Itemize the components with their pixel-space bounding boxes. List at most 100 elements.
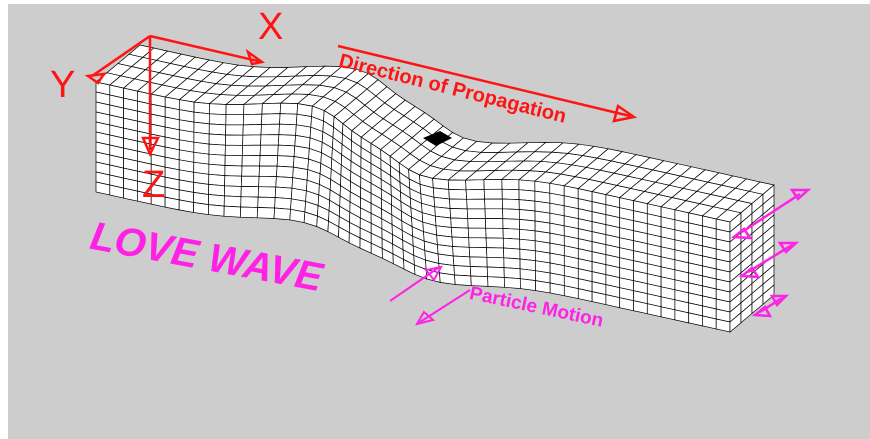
mesh-front-cell — [469, 266, 488, 278]
mesh-front-cell — [519, 278, 536, 291]
mesh-front-cell — [242, 134, 262, 146]
mesh-front-cell — [487, 276, 505, 288]
mesh-front-cell — [178, 199, 194, 213]
mesh-front-cell — [225, 134, 244, 146]
mesh-front-cell — [225, 104, 245, 116]
mesh-front-cell — [466, 208, 486, 219]
mesh-front-cell — [241, 144, 261, 157]
mesh-front-cell — [467, 218, 487, 229]
mesh-front-cell — [485, 218, 504, 229]
highlighted-cell — [423, 131, 452, 146]
mesh-front-cell — [486, 266, 505, 278]
mesh-front-cell — [484, 208, 504, 219]
mesh-front-cell — [439, 272, 456, 285]
propagation-arrow — [337, 44, 638, 123]
mesh-front-cell — [240, 186, 259, 198]
mesh-front-cell — [242, 113, 263, 126]
coordinate-axes — [84, 34, 266, 157]
mesh-front-cell — [277, 134, 296, 147]
mesh-front-cell — [242, 124, 262, 136]
mesh-front-cell — [274, 197, 292, 210]
mesh-front-cell — [469, 256, 488, 268]
mesh-front-cell — [257, 186, 277, 198]
mesh-front-cell — [519, 228, 536, 242]
x-axis-label: X — [258, 6, 284, 48]
mesh-front-cell — [208, 194, 225, 207]
mesh-front-cell — [260, 123, 280, 136]
mesh-front-cell — [261, 102, 282, 115]
mesh-front-cell — [449, 198, 468, 210]
mesh-front-cell — [503, 257, 521, 270]
arrow-down-left — [419, 289, 471, 323]
mesh-front-cell — [274, 186, 293, 200]
mesh-front-cell — [449, 208, 469, 219]
mesh-front-cell — [243, 103, 263, 116]
mesh-front-cell — [501, 188, 520, 200]
mesh-front-cell — [208, 184, 225, 197]
mesh-front-cell — [447, 179, 467, 191]
mesh-front-cell — [208, 173, 226, 187]
y-axis-line — [91, 34, 151, 78]
z-axis-label: Z — [142, 164, 166, 206]
mesh-front-cell — [258, 165, 278, 177]
z-axis-arrowhead — [141, 136, 161, 157]
mesh-front-cell — [450, 227, 470, 239]
mesh-front-cell — [451, 236, 470, 248]
mesh-front-cell — [256, 207, 275, 219]
mesh-front-cell — [225, 124, 244, 136]
mesh-front-cell — [224, 175, 243, 187]
mesh-front-cell — [278, 123, 297, 136]
mesh-front-cell — [485, 227, 504, 239]
mesh-front-cell — [259, 144, 279, 156]
mesh-front-cell — [208, 133, 226, 146]
mesh-front-cell — [276, 155, 295, 168]
mesh-front-cell — [502, 218, 520, 230]
mesh-front-cell — [503, 267, 521, 280]
mesh-front-cell — [258, 175, 277, 188]
mesh-front-cell — [261, 113, 281, 125]
mesh-front-cell — [209, 103, 227, 116]
mesh-front-cell — [503, 247, 521, 260]
mesh-front-cell — [465, 179, 485, 191]
mesh-front-cell — [224, 154, 243, 167]
mesh-front-cell — [484, 198, 503, 210]
mesh-front-cell — [501, 198, 520, 210]
mesh-front-cell — [273, 207, 291, 221]
mesh-front-cell — [224, 165, 243, 177]
y-axis-label: Y — [50, 64, 76, 106]
mesh-front-cell — [277, 144, 296, 157]
mesh-front-cell — [503, 277, 521, 289]
mesh-front-cell — [208, 204, 225, 217]
mesh-front-cell — [483, 188, 503, 200]
mesh-front-cell — [241, 165, 260, 177]
mesh-front-cell — [257, 196, 276, 209]
mesh-front-cell — [465, 189, 485, 200]
mesh-front-cell — [223, 205, 242, 218]
y-axis-arrowhead — [84, 72, 107, 85]
mesh-front-cell — [486, 256, 505, 268]
deformed-mesh-block — [95, 44, 775, 333]
mesh-front-cell — [453, 265, 472, 277]
mesh-front-cell — [448, 189, 468, 200]
mesh-front-cell — [208, 113, 227, 126]
mesh-front-cell — [276, 165, 294, 178]
x-axis-arrowhead — [245, 48, 266, 66]
mesh-front-cell — [289, 208, 306, 224]
mesh-front-cell — [224, 185, 242, 198]
mesh-front-cell — [193, 202, 209, 216]
mesh-front-cell — [208, 163, 226, 176]
mesh-front-cell — [466, 198, 486, 210]
mesh-front-cell — [518, 179, 536, 192]
mesh-front-cell — [241, 155, 261, 167]
mesh-front-cell — [518, 209, 536, 222]
mesh-front-cell — [225, 114, 244, 126]
mesh-front-cell — [518, 189, 536, 202]
mesh-front-cell — [208, 153, 226, 166]
particle-motion-arrows — [389, 265, 471, 326]
mesh-front-cell — [279, 102, 299, 115]
mesh-front-cell — [240, 196, 259, 208]
mesh-front-cell — [260, 134, 280, 146]
mesh-front-cell — [454, 274, 472, 286]
mesh-front-cell — [485, 237, 504, 249]
